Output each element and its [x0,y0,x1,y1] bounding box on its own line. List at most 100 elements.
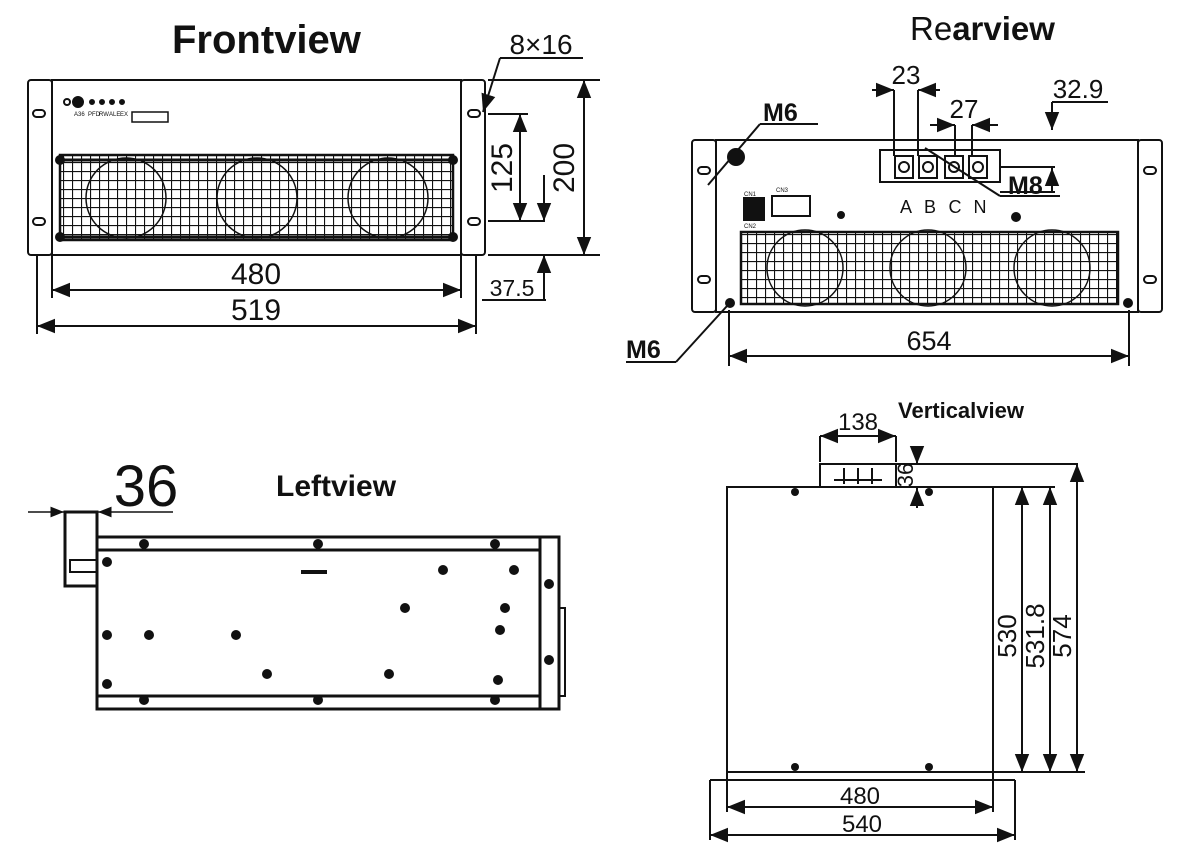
side-screw [509,565,519,575]
dim-handle-depth: 36 [114,454,179,519]
indicator-label: PFD [88,112,101,118]
front-ear-slot [32,109,46,118]
dim-front-panel-width: 519 [231,294,281,327]
left-view-screws [102,539,554,705]
dim-terminal-pitch: 23 [892,60,921,90]
connector-label: CN1 [744,192,757,198]
dim-front-width: 480 [231,258,281,291]
terminal [918,155,938,179]
bolt-label-terminal: M8 [1008,172,1043,200]
connector [771,195,811,217]
dim-rear-width: 654 [906,326,951,356]
top-body [726,486,994,773]
handle-screw [55,232,65,242]
indicator-label: RW [99,112,109,118]
side-screw [495,625,505,635]
vertical-dimensions: 138 36 530 531.8 574 480 540 [838,409,1077,838]
terminal-screw [972,161,984,173]
side-screw [139,695,149,705]
front-handle-side [63,510,99,588]
side-screw [102,630,112,640]
dim-terminal-gap: 27 [950,94,979,124]
side-screw [500,603,510,613]
rear-fan-grille [739,230,1120,306]
status-led [119,99,125,105]
dim-front-depth-offset: 37.5 [490,275,535,301]
side-screw [313,695,323,705]
status-led [99,99,105,105]
side-screw [384,669,394,679]
left-body [95,535,561,711]
rear-view [626,82,1163,366]
side-screw [493,675,503,685]
dim-top-width: 480 [840,783,880,810]
top-screw [791,763,799,771]
left-view-title: Leftview [276,470,397,503]
indicator-label: EX [120,112,128,118]
rear-title-prefix: Re [910,10,953,47]
rear-ear-slot [1143,275,1157,284]
panel-screw [1011,212,1021,222]
phase-label: A [900,197,912,217]
side-screw [438,565,448,575]
dim-front-inner-height: 125 [486,143,519,193]
top-screw [791,488,799,496]
rear-fan [1013,229,1091,307]
side-screw [544,655,554,665]
rear-ear-slot [1143,166,1157,175]
dim-terminal-width: 138 [838,409,878,436]
rear-view-title: Rearview [910,10,1055,48]
side-screw [139,539,149,549]
vertical-view-screws [791,488,933,771]
dim-depth-total: 574 [1047,614,1077,657]
top-screw [925,488,933,496]
front-fan-grille [58,153,455,242]
display-window [131,111,169,123]
side-screw [262,669,272,679]
handle-screw [448,232,458,242]
connector [743,197,765,221]
dim-front-height: 200 [548,143,581,193]
side-screw [544,579,554,589]
side-screw [400,603,410,613]
rear-left-ear [691,139,717,313]
handle-screw [448,155,458,165]
side-screw [490,695,500,705]
connector-label: CN3 [776,188,789,194]
rear-ear-slot [697,166,711,175]
vertical-view-title: Verticalview [898,398,1024,423]
front-ear-slot [467,109,481,118]
connector-label: CN2 [744,224,757,230]
front-left-ear [27,79,53,256]
terminal [968,155,988,179]
rear-terminal-cover [558,607,566,697]
front-dimensions: 480 519 8×16 200 125 37.5 [231,29,581,327]
terminal-screw [898,161,910,173]
power-button [63,98,71,106]
rear-foot-screw [725,298,735,308]
dim-rear-offset: 32.9 [1053,74,1104,104]
bolt-label-top: M6 [763,99,798,127]
dim-terminal-height: 36 [893,463,918,487]
front-indicator-labels: A36 PFD RW ALE EX [74,112,128,118]
indicator-label: A36 [74,112,85,118]
rear-panel [715,139,1139,313]
front-right-ear [460,79,486,256]
terminal-screw [922,161,934,173]
front-view [27,57,600,334]
dim-depth-2: 531.8 [1020,603,1050,668]
top-screw [925,763,933,771]
side-screw [313,539,323,549]
front-ear-slot [467,217,481,226]
dim-top-width-total: 540 [842,811,882,838]
bolt-label-bottom: M6 [626,336,661,364]
rear-ear-slot [697,275,711,284]
status-led [72,96,84,108]
phase-label: B [924,197,936,217]
rear-labels: 23 27 32.9 654 M6 M8 M6 A B C N CN1 CN2 … [626,60,1103,364]
rear-title-suffix: arview [952,10,1055,47]
top-terminal-block [819,463,897,488]
status-led [109,99,115,105]
front-view-title: Frontview [172,18,361,62]
